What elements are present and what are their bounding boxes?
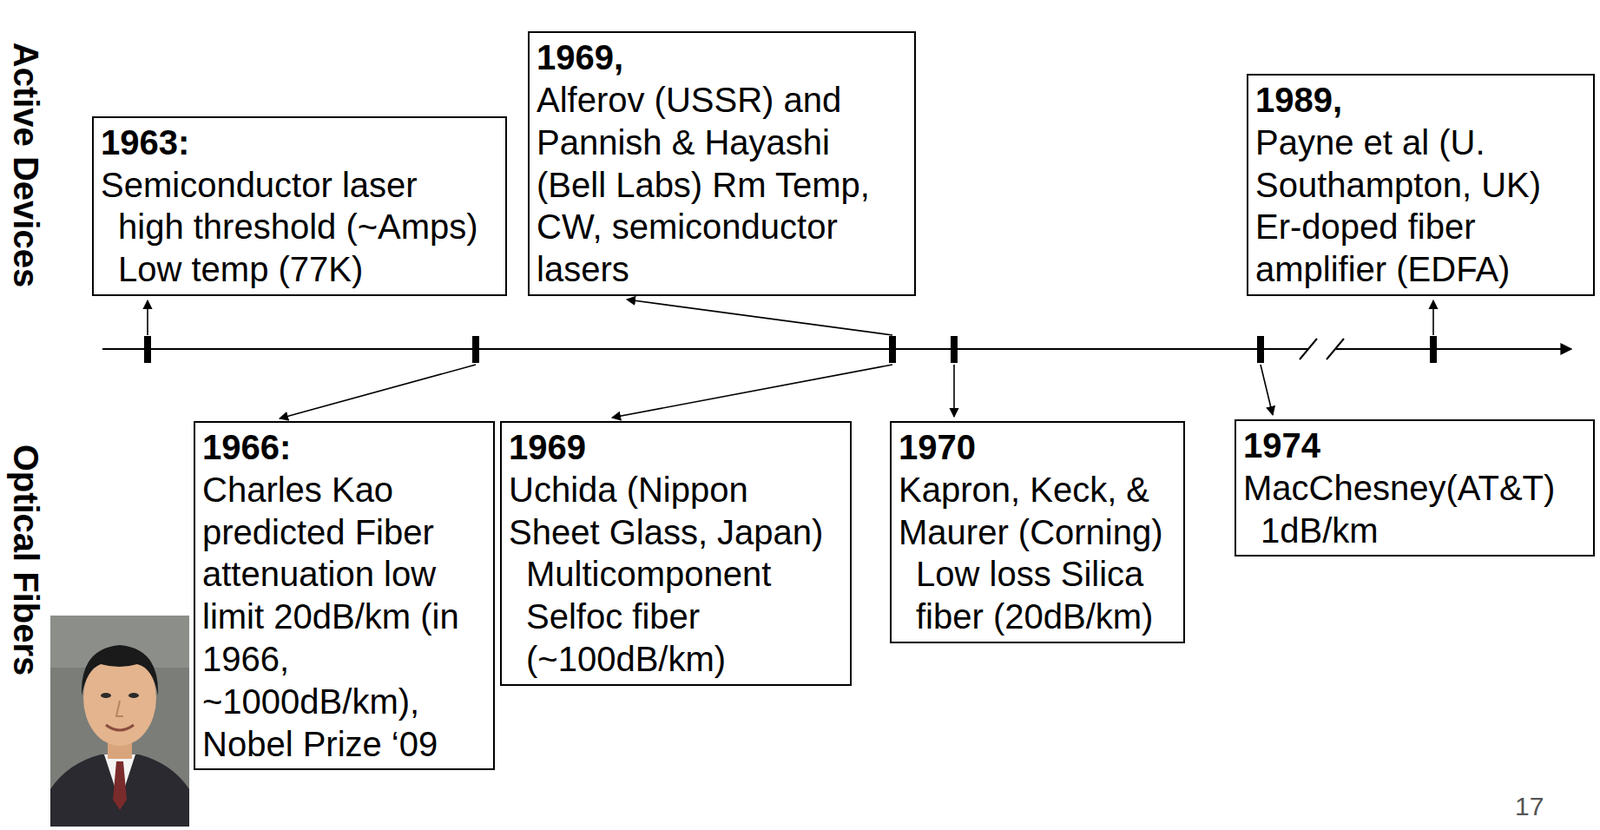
row-label: Active Devices bbox=[8, 42, 44, 288]
event-text: MacChesney(AT&T) bbox=[1243, 467, 1587, 510]
leader-arrow bbox=[146, 300, 149, 336]
leader-arrow bbox=[612, 364, 893, 418]
tick-mark bbox=[472, 335, 480, 363]
row-label: Optical Fibers bbox=[8, 444, 44, 677]
tie bbox=[112, 761, 127, 810]
event-box: 1974MacChesney(AT&T)1dB/km bbox=[1234, 419, 1595, 557]
year-heading: 1969 bbox=[508, 426, 843, 469]
leader-arrow bbox=[953, 364, 955, 417]
event-text: 1dB/km bbox=[1243, 509, 1587, 553]
event-text: high threshold (~Amps) bbox=[100, 205, 499, 249]
event-text: Multicomponent Selfoc fiber (~100dB/km) bbox=[508, 553, 843, 680]
portrait-photo bbox=[50, 615, 190, 827]
year-heading: 1989, bbox=[1255, 79, 1587, 122]
event-box: 1970Kapron, Keck, & Maurer (Corning)Low … bbox=[889, 421, 1186, 644]
leader-arrow bbox=[279, 364, 476, 419]
event-text: Low loss Silica fiber (20dB/km) bbox=[898, 553, 1177, 639]
event-text: Kapron, Keck, & Maurer (Corning) bbox=[898, 468, 1177, 554]
tick-mark bbox=[1429, 335, 1437, 363]
axis-break bbox=[1326, 338, 1344, 360]
event-text: Uchida (Nippon Sheet Glass, Japan) bbox=[508, 468, 843, 554]
year-heading: 1963: bbox=[100, 121, 499, 165]
eye bbox=[100, 692, 112, 698]
hair bbox=[81, 645, 159, 696]
event-text: Alferov (USSR) and Pannish & Hayashi (Be… bbox=[536, 79, 908, 291]
event-box: 1989,Payne et al (U. Southampton, UK) Er… bbox=[1246, 73, 1595, 297]
event-box: 1963:Semiconductor laserhigh threshold (… bbox=[92, 116, 507, 297]
page-number: 17 bbox=[1514, 791, 1544, 823]
year-heading: 1970 bbox=[898, 426, 1177, 469]
suit bbox=[50, 754, 190, 827]
timeline-axis bbox=[102, 348, 1309, 350]
smile bbox=[105, 724, 134, 731]
year-heading: 1966: bbox=[202, 426, 487, 469]
event-text: Charles Kao predicted Fiber attenuation … bbox=[202, 468, 487, 766]
event-text: Semiconductor laser bbox=[100, 164, 499, 207]
year-heading: 1974 bbox=[1243, 424, 1587, 468]
year-heading: 1969, bbox=[536, 36, 908, 80]
event-text: Low temp (77K) bbox=[100, 248, 499, 291]
tick-mark bbox=[1257, 335, 1265, 363]
leader-arrow bbox=[1432, 300, 1435, 336]
tick-mark bbox=[888, 335, 896, 363]
event-box: 1969Uchida (Nippon Sheet Glass, Japan)Mu… bbox=[500, 421, 852, 686]
event-box: 1969,Alferov (USSR) and Pannish & Hayash… bbox=[527, 31, 916, 297]
nose bbox=[116, 700, 124, 717]
event-text: Payne et al (U. Southampton, UK) Er-dope… bbox=[1255, 121, 1587, 291]
tick-mark bbox=[144, 335, 152, 363]
tick-mark bbox=[950, 335, 958, 363]
event-box: 1966:Charles Kao predicted Fiber attenua… bbox=[193, 421, 495, 771]
eye bbox=[128, 692, 139, 698]
axis-break bbox=[1299, 338, 1317, 360]
timeline-axis bbox=[1335, 348, 1572, 350]
leader-arrow bbox=[1260, 364, 1273, 415]
leader-arrow bbox=[626, 299, 893, 336]
photo-background bbox=[50, 615, 190, 827]
